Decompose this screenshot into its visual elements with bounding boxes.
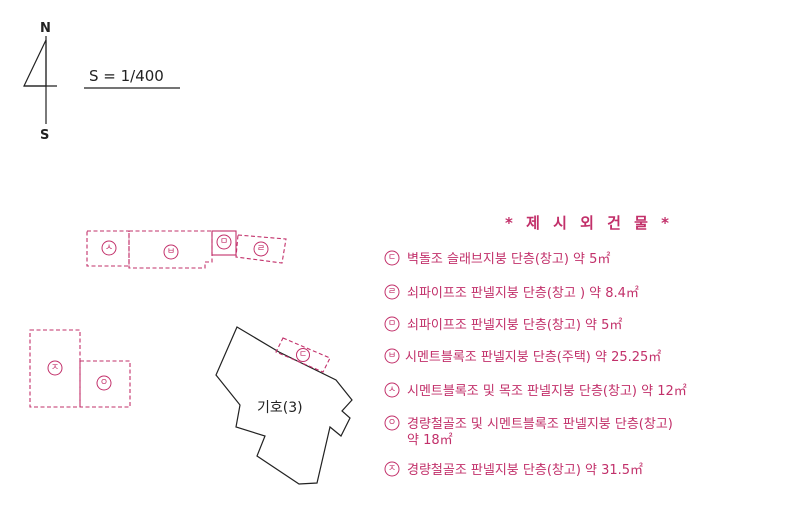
mark-d: ㄹ [257, 244, 265, 254]
mark-circle-c [216, 234, 232, 250]
mark-circle-a [101, 240, 117, 256]
legend-item: ㅈ 경량철골조 판넬지붕 단층(창고) 약 31.5㎡ [384, 461, 643, 478]
legend-mark: ㄷ [388, 253, 396, 263]
main-building: ㄷ 기호(3) [215, 326, 353, 485]
legend-item: ㄹ 쇠파이프조 판넬지붕 단층(창고 ) 약 8.4㎡ [384, 284, 639, 301]
mark-circle-b [163, 244, 179, 260]
legend-text: 시멘트블록조 및 목조 판넬지붕 단층(창고) 약 12㎡ [407, 384, 687, 399]
legend-mark-circle [384, 382, 400, 398]
mark-circle-d [253, 241, 269, 257]
scale-label: S = 1/400 [89, 67, 164, 85]
legend-mark: ㅁ [388, 319, 396, 329]
building-shape-f [79, 360, 131, 408]
legend-mark-circle [384, 316, 400, 332]
legend-title: * 제 시 외 건 물 * [505, 214, 673, 232]
building-shape-g [275, 337, 331, 373]
main-building-label: 기호(3) [257, 400, 303, 416]
legend-mark: ㅈ [388, 464, 396, 474]
mark-b: ㅂ [167, 247, 175, 257]
mark-c: ㅁ [220, 237, 228, 247]
legend-mark-circle [384, 250, 400, 266]
legend-text: 쇠파이프조 판넬지붕 단층(창고) 약 5㎡ [407, 318, 622, 333]
legend-item: ㄷ 벽돌조 슬래브지붕 단층(창고) 약 5㎡ [384, 250, 610, 267]
legend-mark-circle [384, 284, 400, 300]
north-arrow-head [23, 39, 47, 87]
legend-text-continued: 약 18㎡ [407, 433, 453, 448]
mark-circle-g [296, 348, 310, 362]
mark-circle-e [47, 360, 63, 376]
legend-text: 경량철골조 판넬지붕 단층(창고) 약 31.5㎡ [407, 463, 643, 478]
legend-mark: ㅂ [388, 351, 396, 361]
legend-mark-circle [384, 348, 400, 364]
legend-mark: ㅇ [388, 418, 396, 428]
north-label: N [40, 21, 51, 36]
legend-text: 시멘트블록조 판넬지붕 단층(주택) 약 25.25㎡ [405, 350, 661, 365]
building-shape-d [235, 234, 287, 264]
legend-text: 경량철골조 및 시멘트블록조 판넬지붕 단층(창고) [407, 417, 673, 432]
mark-f: ㅇ [100, 378, 108, 388]
mark-a: ㅅ [105, 243, 113, 253]
legend-mark: ㄹ [388, 287, 396, 297]
legend-item: ㅂ 시멘트블록조 판넬지붕 단층(주택) 약 25.25㎡ [384, 348, 661, 365]
ancillary-buildings-top: ㅅ ㅂ ㅁ ㄹ [86, 230, 287, 269]
main-building-outline [215, 326, 353, 485]
legend-item: ㅁ 쇠파이프조 판넬지붕 단층(창고) 약 5㎡ [384, 316, 622, 333]
south-label: S [40, 128, 49, 143]
building-shape-c [211, 230, 237, 256]
legend-text: 벽돌조 슬래브지붕 단층(창고) 약 5㎡ [407, 252, 610, 267]
legend-item: ㅇ 경량철골조 및 시멘트블록조 판넬지붕 단층(창고) 약 18㎡ [384, 415, 673, 448]
north-arrow: N S [23, 21, 57, 143]
legend-text: 쇠파이프조 판넬지붕 단층(창고 ) 약 8.4㎡ [407, 286, 639, 301]
building-shape-b [128, 230, 213, 269]
legend-mark-circle [384, 415, 400, 431]
mark-e: ㅈ [51, 363, 59, 373]
legend-item: ㅅ 시멘트블록조 및 목조 판넬지붕 단층(창고) 약 12㎡ [384, 382, 687, 399]
legend-mark-circle [384, 461, 400, 477]
legend-mark: ㅅ [388, 385, 396, 395]
mark-circle-f [96, 375, 112, 391]
ancillary-buildings-left: ㅈ ㅇ [29, 329, 131, 408]
legend: * 제 시 외 건 물 * ㄷ 벽돌조 슬래브지붕 단층(창고) 약 5㎡ ㄹ … [384, 214, 687, 478]
mark-g: ㄷ [299, 350, 307, 360]
